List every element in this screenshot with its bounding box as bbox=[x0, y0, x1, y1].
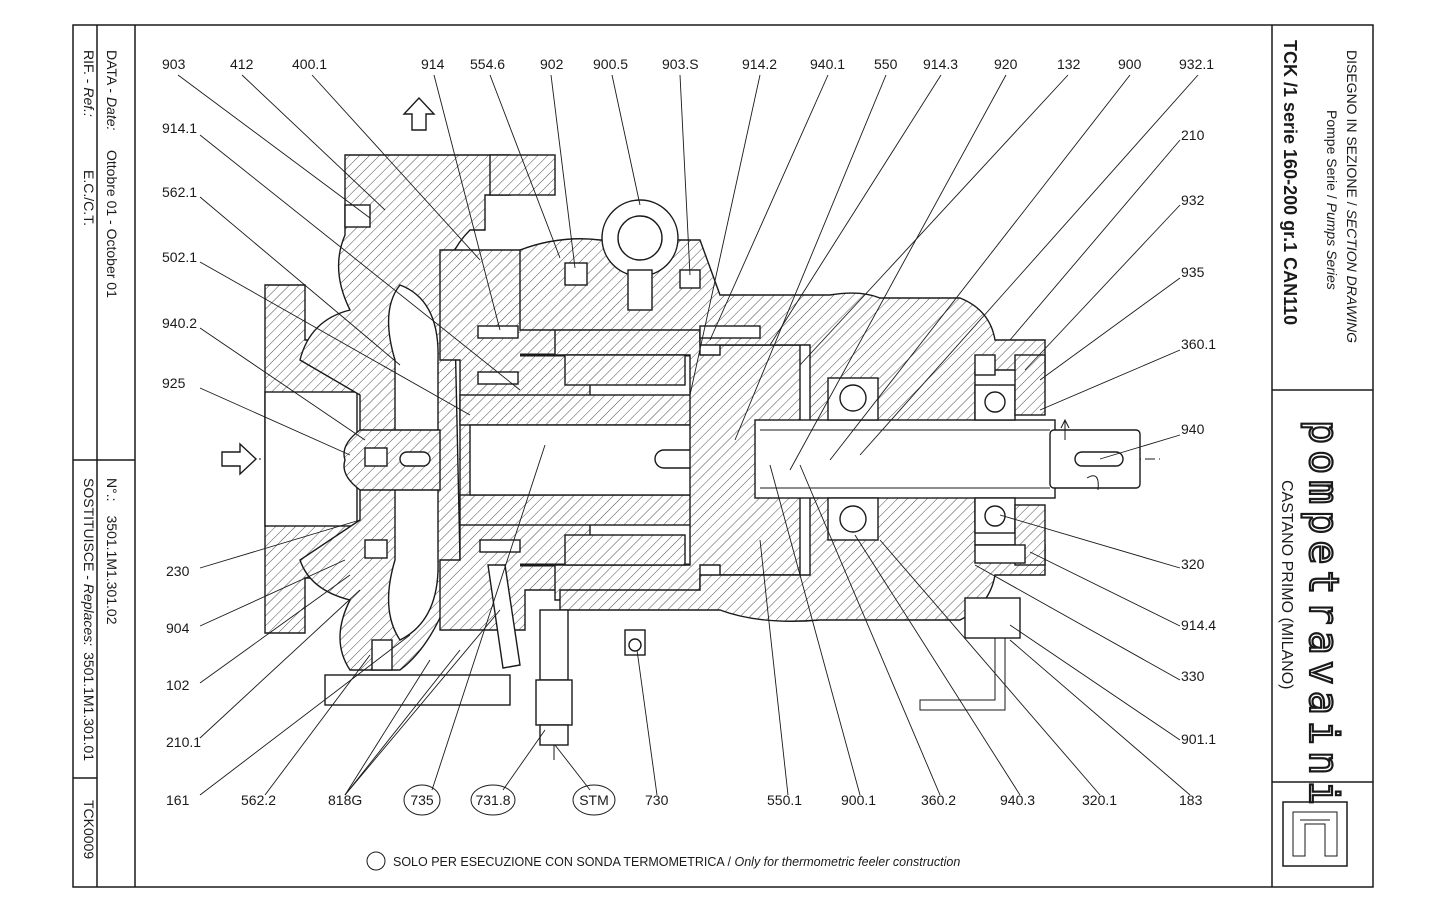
part-label: 920 bbox=[994, 56, 1018, 72]
part-label: 932.1 bbox=[1179, 56, 1214, 72]
part-labels-bottom: 161 562.2 818G 735 731.8 STM 730 550.1 9… bbox=[166, 784, 1203, 816]
part-label: 330 bbox=[1181, 668, 1205, 684]
part-label: 360.2 bbox=[921, 792, 956, 808]
part-label: 320.1 bbox=[1082, 792, 1117, 808]
part-label: 900.5 bbox=[593, 56, 628, 72]
svg-text:N°.:3501.1M1.301.02: N°.:3501.1M1.301.02 bbox=[104, 478, 120, 625]
part-label: 502.1 bbox=[162, 249, 197, 265]
part-label: 183 bbox=[1179, 792, 1203, 808]
brand-logotype: pompetravaini bbox=[1300, 420, 1346, 811]
part-label: 935 bbox=[1181, 264, 1205, 280]
part-label: 412 bbox=[230, 56, 254, 72]
pump-cross-section bbox=[221, 96, 1160, 760]
part-label: 818G bbox=[328, 792, 362, 808]
part-labels-right: 210 932 935 360.1 940 320 914.4 330 901.… bbox=[1181, 127, 1216, 747]
sheet-border bbox=[72, 24, 1374, 888]
date-value: Ottobre 01 - October 01 bbox=[104, 150, 120, 298]
part-label: 925 bbox=[162, 375, 186, 391]
footnote: SOLO PER ESECUZIONE CON SONDA TERMOMETRI… bbox=[366, 851, 960, 871]
part-label: 903.S bbox=[662, 56, 699, 72]
replaces-field: SOSTITUISCE - Replaces:3501.1M1.301.01 bbox=[81, 478, 97, 761]
part-labels-left: 914.1 562.1 502.1 940.2 925 230 904 102 … bbox=[162, 120, 201, 750]
leader-lines bbox=[177, 74, 1199, 796]
part-label: 940.3 bbox=[1000, 792, 1035, 808]
heading-line-2: Pompe Serie / Pumps Series bbox=[1324, 110, 1340, 290]
part-label: STM bbox=[579, 792, 609, 808]
part-label: 900 bbox=[1118, 56, 1142, 72]
reference-value: E.C./C.T. bbox=[81, 170, 97, 226]
part-label: 940.1 bbox=[810, 56, 845, 72]
part-label: 730 bbox=[645, 792, 669, 808]
part-label: 932 bbox=[1181, 192, 1205, 208]
footnote-text-it: SOLO PER ESECUZIONE CON SONDA TERMOMETRI… bbox=[393, 855, 735, 869]
part-label: 210 bbox=[1181, 127, 1205, 143]
part-label: 903 bbox=[162, 56, 186, 72]
part-label: 914.3 bbox=[923, 56, 958, 72]
svg-text:DISEGNO IN SEZIONE / SECTION D: DISEGNO IN SEZIONE / SECTION DRAWING bbox=[1344, 50, 1360, 343]
part-label: 735 bbox=[410, 792, 434, 808]
heading-line-1: DISEGNO IN SEZIONE / SECTION DRAWING bbox=[1344, 50, 1360, 343]
part-label: 550.1 bbox=[767, 792, 802, 808]
part-label: 554.6 bbox=[470, 56, 505, 72]
part-label: 230 bbox=[166, 563, 190, 579]
part-label: 914 bbox=[421, 56, 445, 72]
number-field: N°.:3501.1M1.301.02 bbox=[104, 478, 120, 625]
footnote-text-en: Only for thermometric feeler constructio… bbox=[735, 855, 961, 869]
part-label: 161 bbox=[166, 792, 190, 808]
part-label: 562.2 bbox=[241, 792, 276, 808]
part-label: 940 bbox=[1181, 421, 1205, 437]
part-label: 904 bbox=[166, 620, 190, 636]
date-field: DATA - Date: bbox=[104, 50, 120, 131]
part-label: 210.1 bbox=[166, 734, 201, 750]
svg-text:DATA - Date:: DATA - Date: bbox=[104, 50, 120, 131]
circle-marker-icon bbox=[366, 851, 386, 871]
part-label: 360.1 bbox=[1181, 336, 1216, 352]
svg-text:RIF. - Ref.:: RIF. - Ref.: bbox=[81, 50, 97, 117]
part-label: 901.1 bbox=[1181, 731, 1216, 747]
part-label: 562.1 bbox=[162, 184, 197, 200]
part-label: 900.1 bbox=[841, 792, 876, 808]
brand-mark-icon bbox=[1282, 801, 1348, 867]
part-label: 400.1 bbox=[292, 56, 327, 72]
part-label: 914.1 bbox=[162, 120, 197, 136]
location-text: CASTANO PRIMO (MILANO) bbox=[1278, 480, 1295, 690]
svg-text:SOSTITUISCE - Replaces:3501.1M: SOSTITUISCE - Replaces:3501.1M1.301.01 bbox=[81, 478, 97, 761]
part-labels-top: 903 412 400.1 914 554.6 902 900.5 903.S … bbox=[162, 56, 1214, 72]
svg-text:Pompe Serie / Pumps Series: Pompe Serie / Pumps Series bbox=[1324, 110, 1340, 290]
part-label: 902 bbox=[540, 56, 564, 72]
svg-text:SOLO PER ESECUZIONE CON SONDA: SOLO PER ESECUZIONE CON SONDA TERMOMETRI… bbox=[393, 855, 960, 869]
model-title: TCK /1 serie 160-200 gr.1 CAN110 bbox=[1280, 40, 1300, 325]
part-label: 914.4 bbox=[1181, 617, 1216, 633]
part-label: 914.2 bbox=[742, 56, 777, 72]
part-label: 132 bbox=[1057, 56, 1081, 72]
part-label: 102 bbox=[166, 677, 190, 693]
part-label: 731.8 bbox=[475, 792, 510, 808]
reference-field: RIF. - Ref.: bbox=[81, 50, 97, 117]
part-label: 550 bbox=[874, 56, 898, 72]
part-label: 940.2 bbox=[162, 315, 197, 331]
part-label: 320 bbox=[1181, 556, 1205, 572]
drawing-code: TCK0009 bbox=[81, 800, 97, 859]
